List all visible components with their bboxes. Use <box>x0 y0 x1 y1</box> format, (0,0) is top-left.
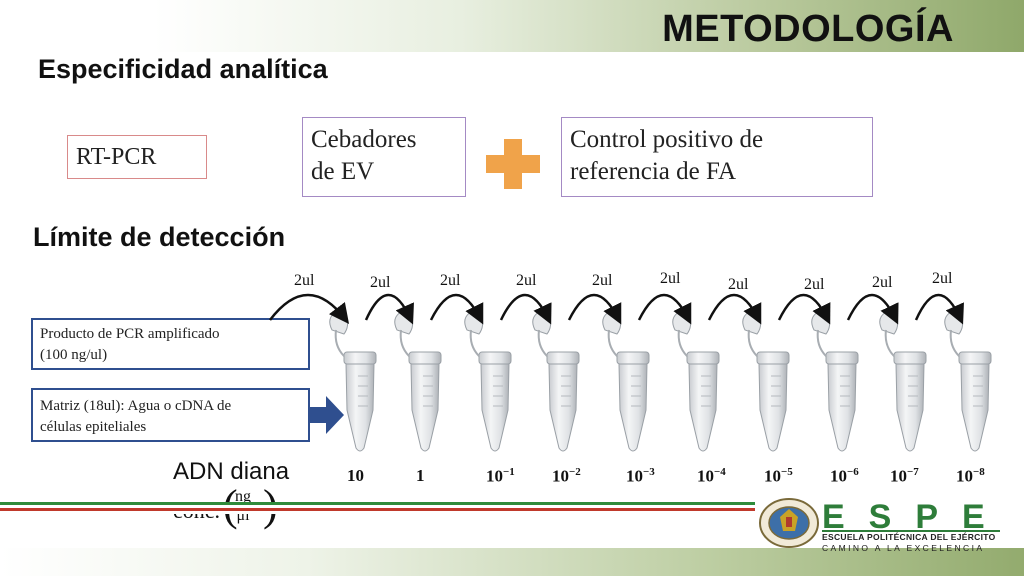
transfer-volume-label: 2ul <box>294 272 315 289</box>
transfer-arrow-10 <box>914 293 964 325</box>
transfer-volume-label: 2ul <box>932 270 953 287</box>
control-line-2: referencia de FA <box>570 158 737 185</box>
tube-concentration-8: 10−6 <box>830 466 859 486</box>
tube-9 <box>879 311 927 452</box>
concentration-label-line-1: ADN diana <box>173 458 290 485</box>
section-title-detection: Límite de detección <box>33 222 286 252</box>
footer-band <box>0 548 1024 576</box>
transfer-arrow-7 <box>707 293 762 325</box>
transfer-arrow-3 <box>429 293 484 325</box>
concentration-label-box: ADN diana conc. ( ng μl ) <box>165 452 333 542</box>
tube-concentration-10: 10−8 <box>956 466 985 486</box>
primers-line-1: Cebadores <box>311 126 417 153</box>
matrix-line-1: Matriz (18ul): Agua o cDNA de <box>40 398 232 414</box>
transfer-arrow-8 <box>777 293 831 325</box>
transfer-arrow-6 <box>637 293 692 325</box>
tube-concentration-2: 1 <box>416 466 425 485</box>
espe-subtitle-2: CAMINO A LA EXCELENCIA <box>822 543 985 553</box>
tube-concentration-1: 10 <box>347 466 364 485</box>
espe-subtitle-1: ESCUELA POLITÉCNICA DEL EJÉRCITO <box>822 532 996 542</box>
tube-concentration-9: 10−7 <box>890 466 919 486</box>
plus-icon <box>486 139 540 189</box>
matrix-line-2: células epiteliales <box>40 419 147 435</box>
transfer-arrow-9 <box>846 293 899 325</box>
tube-5 <box>602 311 650 452</box>
arrow-right-icon <box>310 396 344 434</box>
transfer-volume-label: 2ul <box>728 276 749 293</box>
transfer-arrow-2 <box>364 293 414 325</box>
espe-seal-logo <box>759 498 819 548</box>
tube-6 <box>672 311 720 452</box>
transfer-volume-label: 2ul <box>440 272 461 289</box>
tube-3 <box>464 311 512 452</box>
tube-10 <box>944 311 992 452</box>
tube-concentration-6: 10−4 <box>697 466 726 486</box>
control-line-1: Control positivo de <box>570 126 764 153</box>
transfer-volume-label: 2ul <box>660 270 681 287</box>
method-box: RT-PCR <box>67 135 207 179</box>
espe-wordmark: ESPE <box>822 498 1009 536</box>
transfer-volume-label: 2ul <box>592 272 613 289</box>
section-title-specificity: Especificidad analítica <box>38 54 328 84</box>
product-box: Producto de PCR amplificado (100 ng/ul) <box>31 318 310 370</box>
primers-box: Cebadores de EV <box>302 117 466 197</box>
header-band <box>0 0 1024 52</box>
product-line-2: (100 ng/ul) <box>40 347 108 363</box>
transfer-arrow-5 <box>567 293 622 325</box>
tube-2 <box>394 311 442 452</box>
tube-8 <box>811 311 859 452</box>
page-title: METODOLOGÍA <box>662 8 954 50</box>
transfer-volume-label: 2ul <box>516 272 537 289</box>
transfer-arrow-1 <box>269 293 350 324</box>
transfer-volume-label: 2ul <box>872 274 893 291</box>
tube-4 <box>532 311 580 452</box>
tube-concentration-3: 10−1 <box>486 466 515 486</box>
flag-stripes <box>0 502 755 516</box>
tube-concentration-5: 10−3 <box>626 466 655 486</box>
primers-line-2: de EV <box>311 158 375 185</box>
control-box: Control positivo de referencia de FA <box>561 117 873 197</box>
tube-concentration-4: 10−2 <box>552 466 581 486</box>
tube-7 <box>742 311 790 452</box>
product-line-1: Producto de PCR amplificado <box>40 326 220 342</box>
matrix-box: Matriz (18ul): Agua o cDNA de células ep… <box>31 388 310 442</box>
tube-concentration-7: 10−5 <box>764 466 793 486</box>
method-label: RT-PCR <box>76 144 157 170</box>
espe-divider <box>822 530 1000 532</box>
transfer-arrow-4 <box>499 293 552 325</box>
transfer-volume-label: 2ul <box>370 274 391 291</box>
transfer-volume-label: 2ul <box>804 276 825 293</box>
